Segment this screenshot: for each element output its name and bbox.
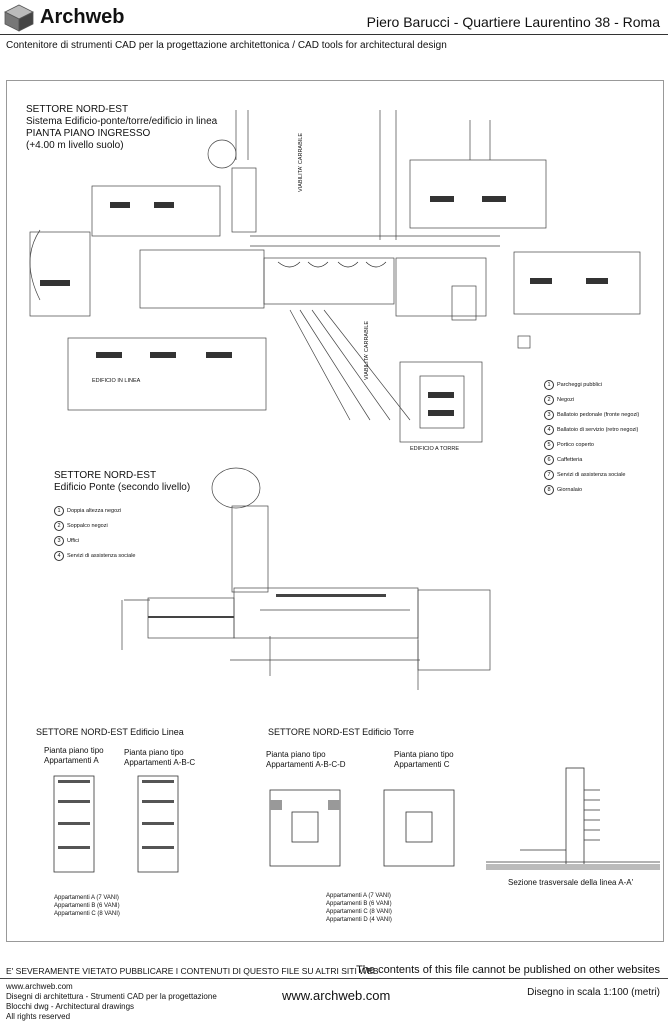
drawing-frame — [6, 80, 664, 942]
east-block — [513, 251, 641, 315]
footer-site-link[interactable]: www.archweb.com — [282, 988, 391, 1003]
north-east-block — [409, 159, 547, 229]
header-divider — [0, 34, 668, 35]
services-block — [231, 167, 257, 233]
page-title: Piero Barucci - Quartiere Laurentino 38 … — [366, 14, 660, 30]
linea-title: SETTORE NORD-EST Edificio Linea — [36, 727, 184, 737]
west-block — [29, 231, 91, 317]
edificio-torre-block — [399, 361, 483, 443]
road-label-north: VIABILITA' CARRABILE — [298, 132, 304, 192]
linea-plan-a — [53, 775, 95, 873]
linea-plan-abc-caption: Pianta piano tipo Appartamenti A-B-C — [124, 748, 196, 767]
linea-plan-abc — [137, 775, 179, 873]
footer-divider — [0, 978, 668, 979]
edificio-linea-block — [67, 337, 267, 411]
torre-plan-abcd-caption: Pianta piano tipo Appartamenti A-B-C-D — [266, 750, 346, 769]
plan1-title-line: (+4.00 m livello suolo) — [26, 140, 124, 151]
archweb-logo-icon — [4, 4, 34, 32]
torre-plan-c-caption: Pianta piano tipo Appartamenti C — [394, 750, 454, 769]
plan2-title-line: Edificio Ponte (secondo livello) — [54, 482, 191, 493]
linea-plan-a-caption: Pianta piano tipo Appartamenti A — [44, 746, 104, 765]
plan2-title: SETTORE NORD-EST Edificio Ponte (secondo… — [54, 470, 190, 494]
plan2-title-line: SETTORE NORD-EST — [54, 470, 157, 481]
section-tower — [565, 767, 585, 867]
north-west-block — [91, 185, 221, 237]
linea-notes: Appartamenti A (7 VANI) Appartamenti B (… — [54, 895, 120, 917]
footer-scale: Disegno in scala 1:100 (metri) — [527, 987, 660, 998]
torre-plan-abcd — [269, 789, 341, 867]
torre-title: SETTORE NORD-EST Edificio Torre — [268, 727, 415, 737]
bridge-east-block — [395, 257, 487, 317]
road-label-south: VIABILITA' CARRABILE — [364, 320, 370, 380]
plan1-title-line: PIANTA PIANO INGRESSO — [26, 128, 151, 139]
newsstand-block — [451, 285, 477, 321]
torre-notes: Appartamenti A (7 VANI) Appartamenti B (… — [326, 893, 392, 923]
torre-plan-c — [383, 789, 455, 867]
page-subtitle: Contenitore di strumenti CAD per la prog… — [6, 40, 447, 51]
plan2-services-block — [231, 505, 269, 593]
label-edificio-linea: EDIFICIO IN LINEA — [92, 378, 141, 384]
label-edificio-torre: EDIFICIO A TORRE — [410, 446, 460, 452]
plan1-title-line: Sistema Edificio-ponte/torre/edificio in… — [26, 116, 218, 127]
plan1-title: SETTORE NORD-EST Sistema Edificio-ponte/… — [26, 104, 246, 152]
plan1-title-line: SETTORE NORD-EST — [26, 104, 129, 115]
footer-warning-en: The contents of this file cannot be publ… — [356, 964, 660, 976]
brand-name: Archweb — [40, 6, 125, 28]
portico-block — [139, 249, 265, 309]
footer-info: www.archweb.com Disegni di architettura … — [6, 982, 217, 1021]
bridge-building — [263, 257, 395, 305]
footer-warning-it: E' SEVERAMENTE VIETATO PUBBLICARE I CONT… — [6, 966, 379, 976]
section-caption: Sezione trasversale della linea A-A' — [508, 878, 634, 887]
plan2-east-wing — [417, 589, 491, 671]
